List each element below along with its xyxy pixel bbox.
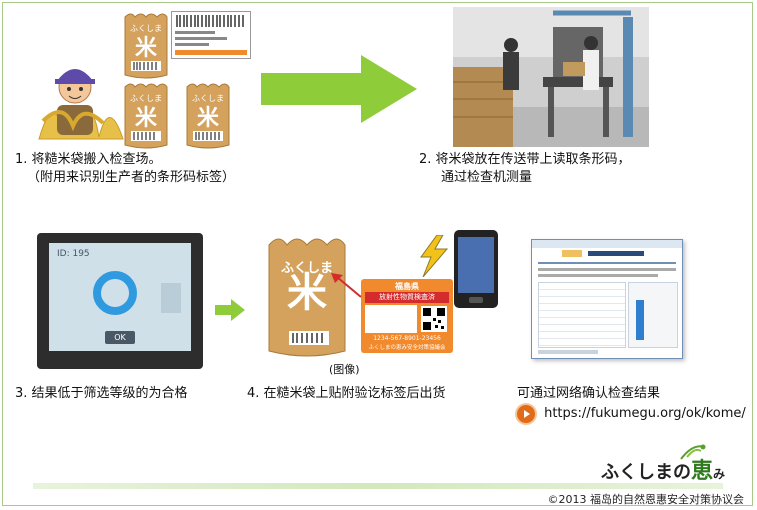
- fukumegu-logo: ふくしまの恵み: [601, 441, 725, 484]
- svg-text:ふくしま: ふくしま: [192, 94, 224, 103]
- conveyor-photo: [453, 7, 649, 147]
- barcode-label-icon: [171, 11, 251, 59]
- label-org: ふくしまの恵み安全対策協議会: [368, 345, 446, 351]
- step3-caption: 3. 结果低于筛选等级的为合格: [15, 386, 188, 401]
- monitor-screen: ID: 195 OK: [49, 243, 191, 351]
- logo-main-text: ふくしまの: [601, 462, 691, 483]
- next-step-arrow-icon: [261, 55, 417, 123]
- label-title: 放射性物質検査済: [365, 292, 449, 303]
- smartphone-icon: [454, 230, 498, 308]
- label-prefecture: 福島県: [395, 282, 419, 291]
- copyright-text: ©2013 福岛的自然恩惠安全对策协议会: [547, 493, 745, 506]
- step4-caption: 4. 在糙米袋上贴附验讫标签后出货: [247, 386, 446, 401]
- rice-leaf-icon: [680, 444, 706, 460]
- step2-caption: 2. 将米袋放在传送带上读取条形码， 通过检查机测量: [419, 151, 631, 187]
- web-result-screenshot: [531, 239, 683, 359]
- step1-illustration: ふくしま 米 ふくしま 米 ふくしま 米: [33, 11, 263, 151]
- lightning-icon: [420, 235, 449, 277]
- bag-brand-text: ふくしま: [280, 261, 333, 276]
- screen-ok-button: OK: [105, 331, 135, 344]
- rice-bag-icon: ふくしま 米: [186, 83, 230, 149]
- step2-caption-line1: 2. 将米袋放在传送带上读取条形码，: [419, 152, 631, 167]
- svg-text:ふくしま: ふくしま: [130, 24, 162, 33]
- farmer-illustration: [38, 69, 124, 140]
- screen-id-label: ID: 195: [57, 249, 90, 259]
- qr-code-icon: [421, 306, 447, 332]
- svg-text:ふくしま: ふくしま: [130, 94, 162, 103]
- svg-text:米: 米: [197, 106, 220, 131]
- step2-caption-line2: 通过检查机测量: [441, 170, 533, 185]
- svg-text:米: 米: [135, 36, 158, 61]
- web-confirm-text: 可通过网络确认检查结果: [517, 386, 661, 401]
- logo-accent-text: 恵: [691, 459, 714, 484]
- step1-caption-line2: （附用来识别生产者的条形码标签）: [27, 170, 236, 185]
- inspection-label: 福島県 放射性物質検査済 1234-567-8901-23456 ふくしまの恵み…: [361, 279, 453, 353]
- web-url-link[interactable]: https://fukumegu.org/ok/kome/: [544, 406, 746, 421]
- step1-caption-line1: 1. 将糙米袋搬入检查场。: [15, 152, 162, 167]
- bag-kanji-text: 米: [287, 270, 327, 316]
- web-link[interactable]: https://fukumegu.org/ok/kome/: [517, 403, 746, 423]
- logo-tail-text: み: [713, 467, 726, 481]
- image-note: (图像): [329, 363, 360, 376]
- label-phone: 1234-567-8901-23456: [373, 335, 441, 342]
- inspection-monitor: ID: 195 OK: [37, 233, 203, 369]
- step1-caption: 1. 将糙米袋搬入检查场。 （附用来识别生产者的条形码标签）: [15, 151, 235, 187]
- rice-bag-icon: ふくしま 米: [124, 13, 168, 79]
- pointer-arrow-icon: [331, 273, 362, 298]
- play-icon[interactable]: [517, 404, 535, 423]
- svg-text:米: 米: [135, 106, 158, 131]
- next-step-arrow-icon: [215, 299, 245, 321]
- bottom-decor-bar: [33, 483, 723, 489]
- large-rice-bag-icon: [268, 238, 346, 357]
- rice-bag-icon: ふくしま 米: [124, 83, 168, 149]
- result-ring-icon: [93, 271, 137, 315]
